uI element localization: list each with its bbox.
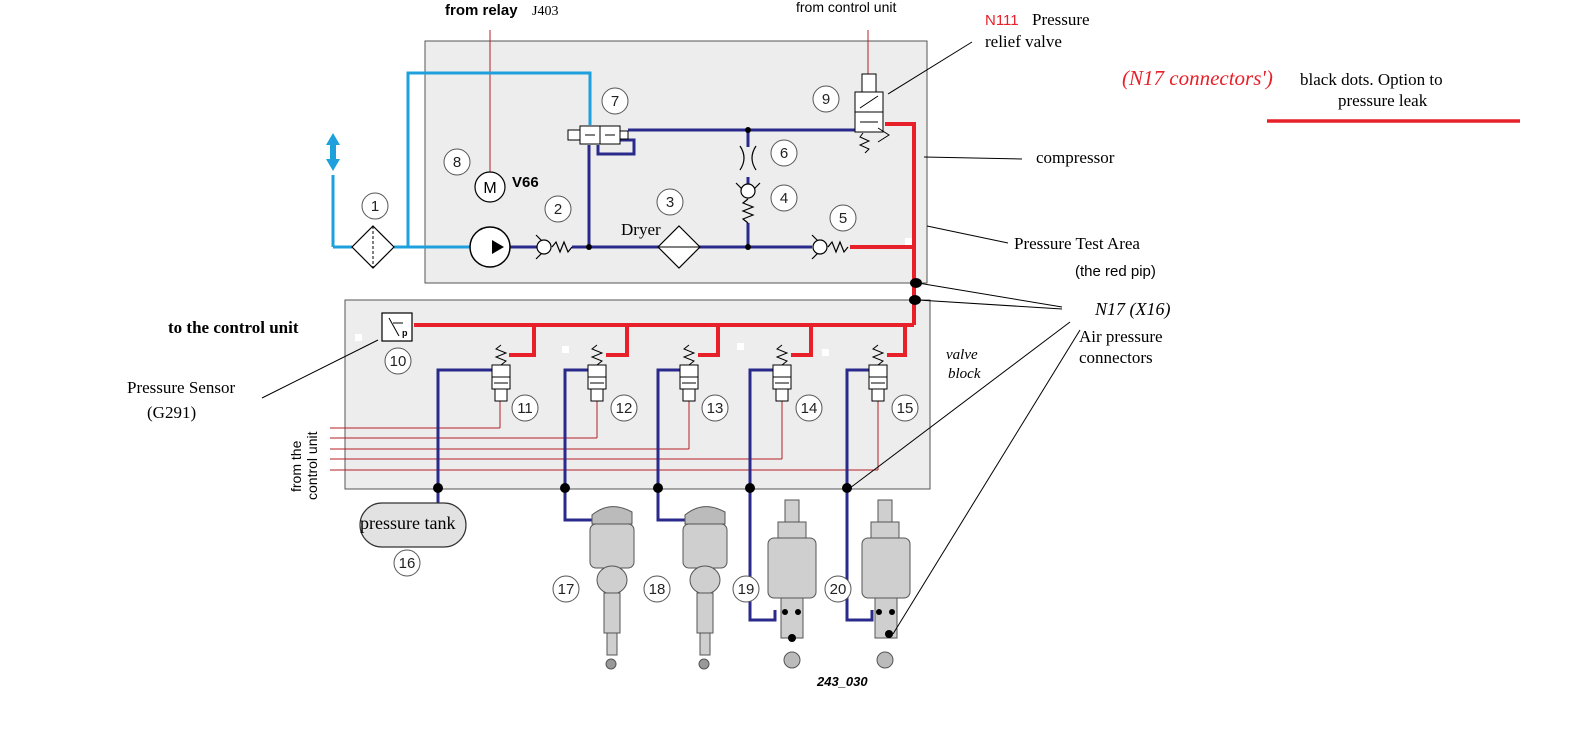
to-control-unit-label: to the control unit — [168, 318, 299, 337]
front-strut-18 — [682, 506, 728, 670]
callout-11: 11 — [517, 400, 533, 417]
pressure-relief-label-2: relief valve — [985, 32, 1062, 51]
compressor-pump-icon — [469, 226, 511, 268]
valve-label: valve — [946, 347, 978, 363]
callout-12: 12 — [616, 400, 633, 417]
svg-text:p: p — [402, 328, 408, 338]
callout-7: 7 — [611, 93, 619, 110]
annotation-leaders — [261, 41, 1081, 635]
front-strut-17 — [589, 506, 635, 670]
connectors-label: connectors — [1079, 348, 1153, 367]
solenoid-valve-15 — [868, 344, 888, 402]
callout-8: 8 — [453, 154, 461, 171]
valve-block — [344, 299, 931, 490]
solenoid-valve-11 — [491, 344, 511, 402]
callout-13: 13 — [707, 400, 724, 417]
motor-icon: M — [474, 171, 506, 203]
valve-7-icon — [567, 125, 629, 145]
control-unit-rotated-label: control unit — [304, 431, 320, 500]
valve-9-icon — [854, 73, 890, 154]
callout-15: 15 — [897, 400, 914, 417]
check-valve-4-icon — [735, 182, 761, 224]
compressor-label: compressor — [1036, 148, 1115, 167]
check-valve-5-icon — [811, 234, 849, 260]
callout-3: 3 — [666, 194, 674, 211]
pressure-sensor-label: Pressure Sensor — [127, 378, 235, 397]
air-intake-line — [331, 71, 592, 249]
callout-17: 17 — [558, 581, 575, 598]
callout-10: 10 — [390, 353, 407, 370]
callout-6: 6 — [780, 145, 788, 162]
pressure-sensor-icon: p — [381, 312, 413, 342]
red-pip-label: (the red pip) — [1075, 263, 1156, 280]
from-relay-label: from relay — [445, 2, 518, 19]
solenoid-valve-14 — [772, 344, 792, 402]
throttle-icon — [739, 145, 757, 171]
figure-id: 243_030 — [816, 674, 868, 689]
callout-9: 9 — [822, 91, 830, 108]
callout-19: 19 — [738, 581, 755, 598]
air-dryer-icon — [657, 225, 701, 269]
callout-20: 20 — [830, 581, 847, 598]
rear-spring-19 — [767, 499, 817, 669]
from-control-unit-top-label: from control unit — [796, 0, 896, 15]
solenoid-valve-13 — [679, 344, 699, 402]
from-the-label: from the — [288, 440, 304, 492]
dryer-label: Dryer — [621, 220, 661, 239]
j403-label: J403 — [532, 4, 558, 19]
air-pressure-label: Air pressure — [1079, 327, 1163, 346]
g291-label: (G291) — [147, 403, 196, 422]
solenoid-valve-12 — [587, 344, 607, 402]
callout-5: 5 — [839, 210, 847, 227]
callout-4: 4 — [780, 190, 788, 207]
callout-2: 2 — [554, 201, 562, 218]
pressure-lines — [414, 122, 916, 357]
pressure-tank — [359, 502, 467, 548]
svg-text:M: M — [483, 180, 496, 197]
check-valve-2-icon — [535, 234, 573, 260]
pressure-relief-label-1: Pressure — [1032, 10, 1090, 29]
block-label: block — [948, 366, 981, 382]
note-pressure-leak: pressure leak — [1338, 91, 1428, 110]
n17-x16-label: N17 (X16) — [1094, 299, 1171, 320]
signal-wires — [330, 30, 879, 471]
pressure-tank-label: pressure tank — [360, 513, 455, 533]
n111-label: N111 — [985, 12, 1019, 29]
junction-dots — [433, 127, 922, 493]
rear-spring-20 — [861, 499, 911, 669]
callout-circles — [361, 85, 919, 603]
air-filter-icon — [351, 225, 395, 269]
note-black-dots: black dots. Option to — [1300, 70, 1443, 89]
pressure-test-area-label: Pressure Test Area — [1014, 234, 1140, 253]
v66-label: V66 — [512, 174, 539, 191]
bidirectional-arrow-icon — [326, 133, 340, 171]
callout-16: 16 — [399, 555, 416, 572]
callout-14: 14 — [801, 400, 818, 417]
callout-1: 1 — [371, 198, 379, 215]
note-n17-connectors: (N17 connectors') — [1122, 66, 1273, 90]
callout-18: 18 — [649, 581, 666, 598]
